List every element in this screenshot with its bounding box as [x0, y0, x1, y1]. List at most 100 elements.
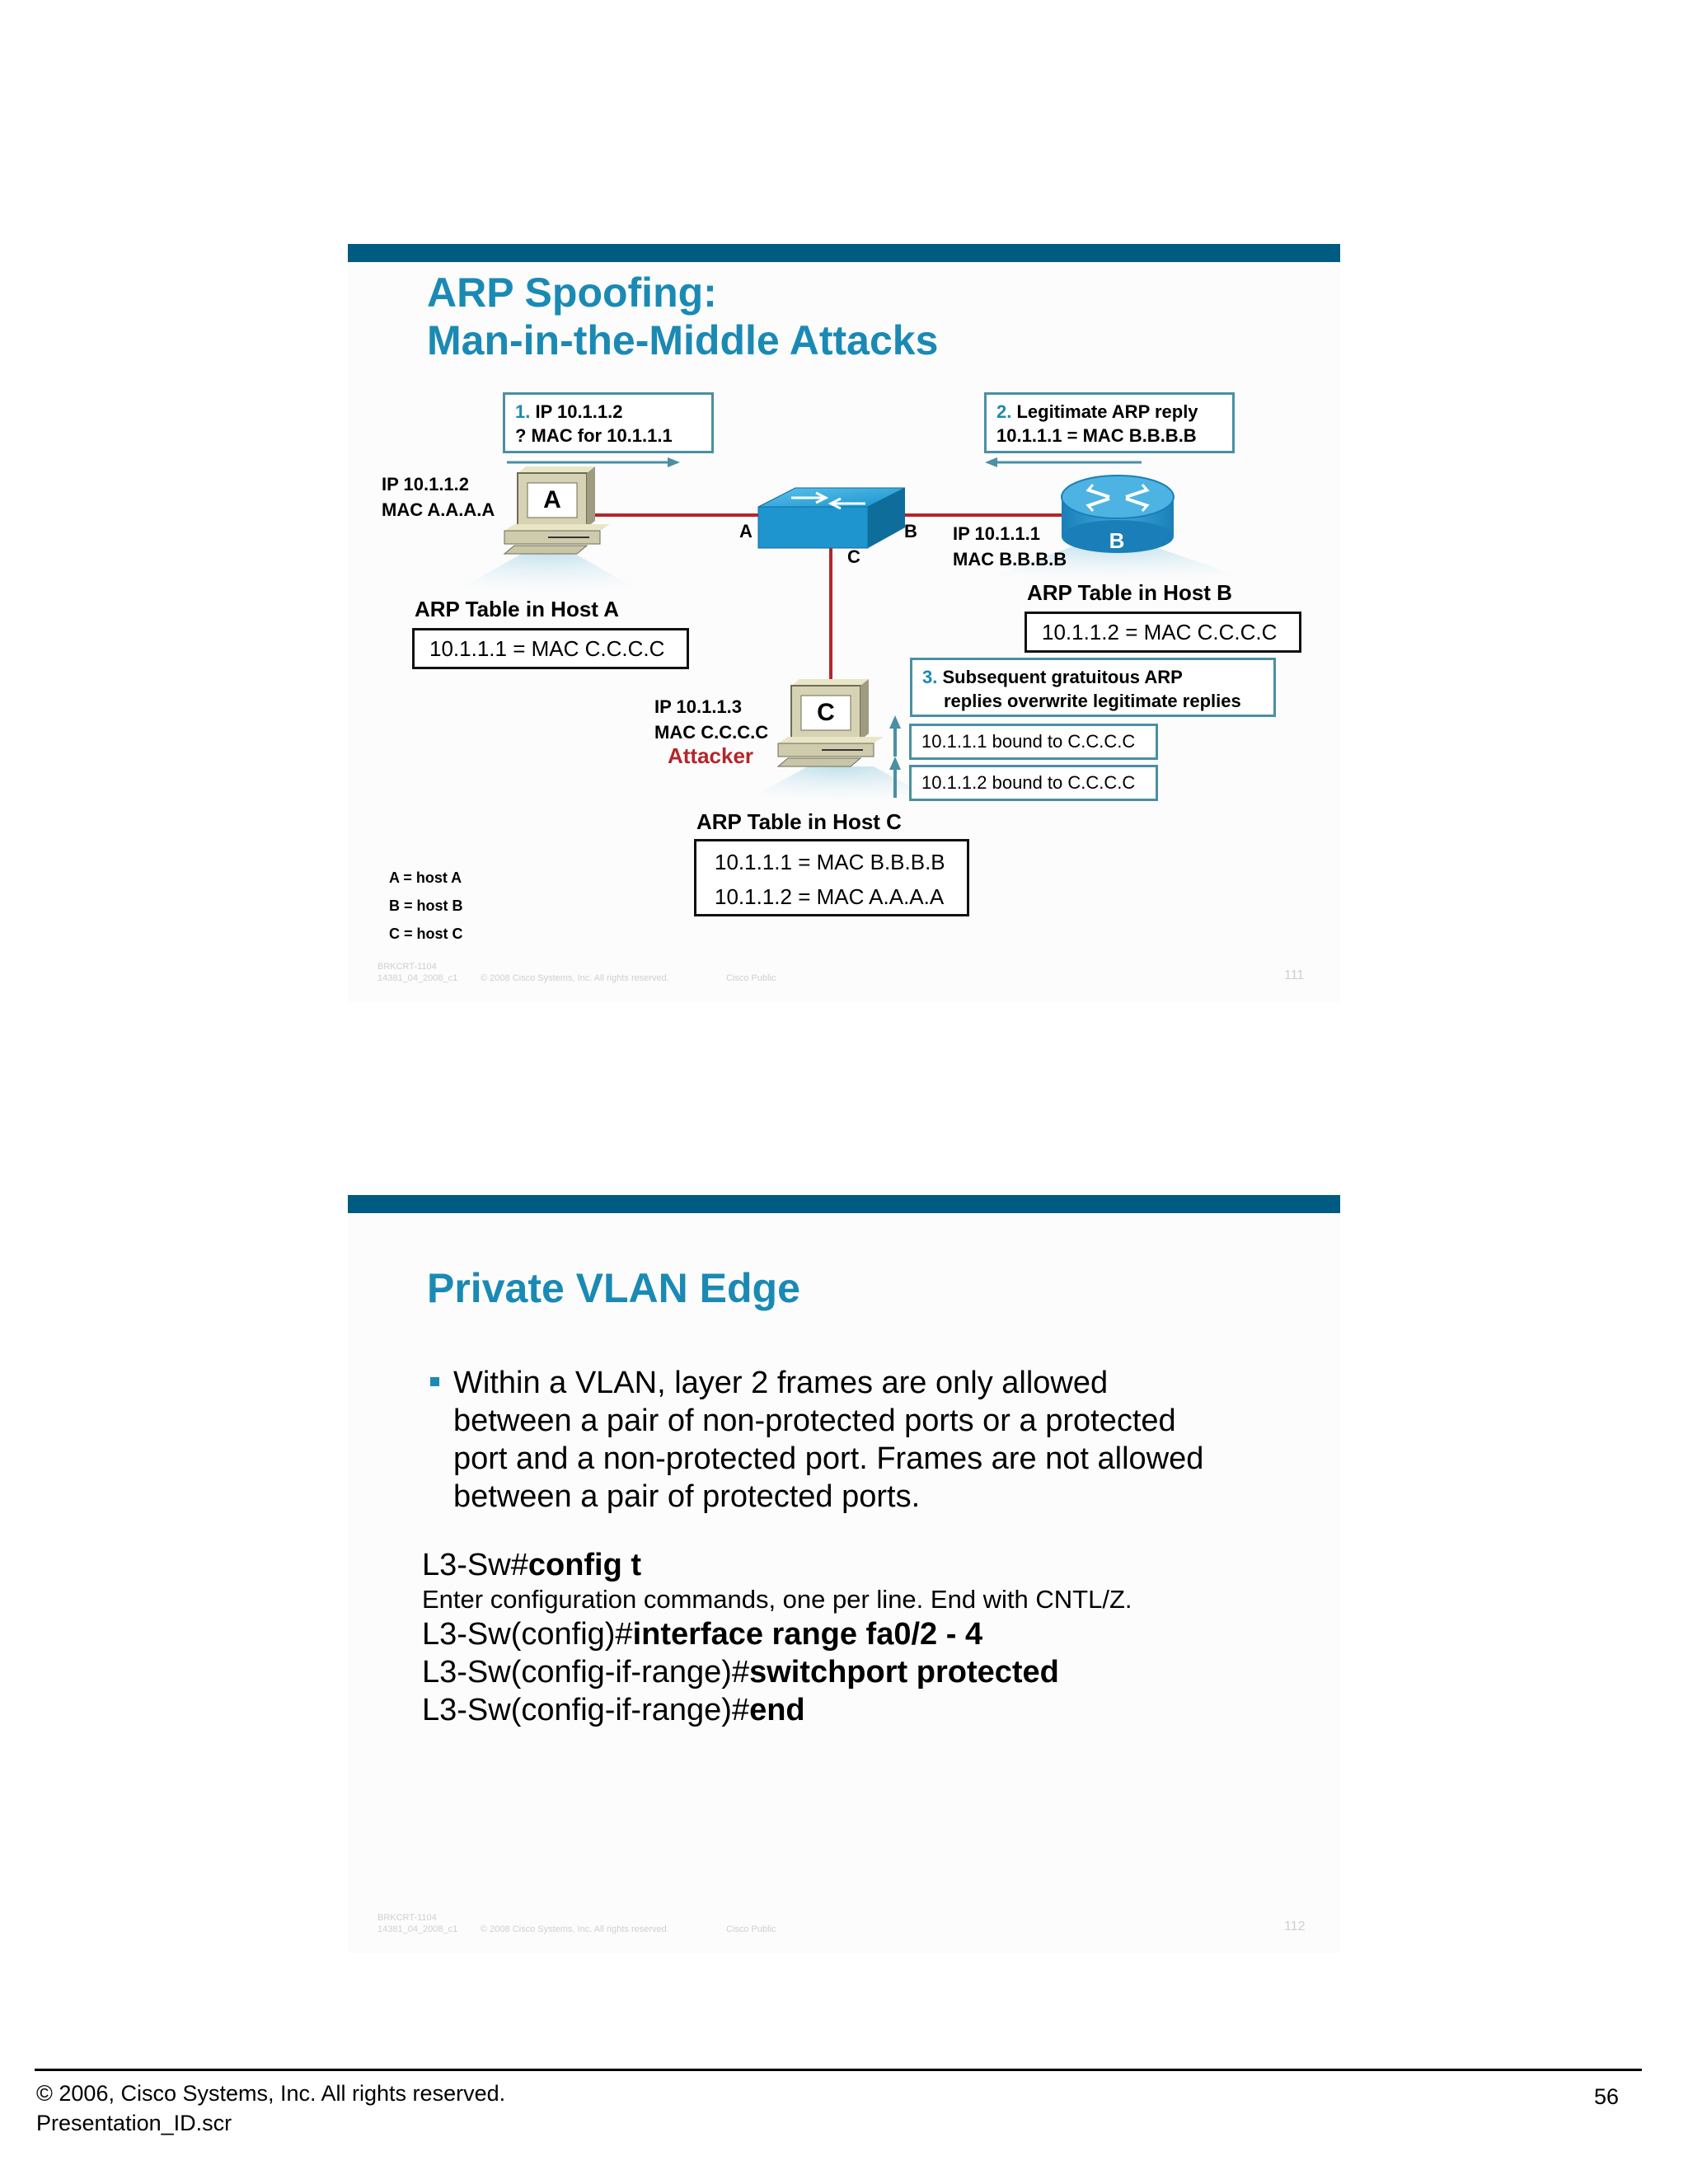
slide-2-public: Cisco Public	[726, 1924, 776, 1934]
pc-a-icon	[503, 466, 610, 555]
slide-1-course-code: BRKCRT-1104	[377, 962, 437, 972]
host-a-mac: MAC A.A.A.A	[382, 499, 495, 520]
cli-line-4: L3-Sw(config-if-range)#switchport protec…	[422, 1653, 1132, 1691]
switch-icon	[757, 487, 906, 549]
host-a-address: IP 10.1.1.2 MAC A.A.A.A	[382, 471, 495, 523]
slide-2-header-bar	[348, 1195, 1340, 1213]
slide-1-copyright: © 2008 Cisco Systems, Inc. All rights re…	[481, 973, 669, 983]
host-b-table-title: ARP Table in Host B	[1027, 580, 1232, 605]
slide-1-public: Cisco Public	[726, 973, 776, 983]
slide-1-header-bar	[348, 244, 1340, 262]
host-a-glow	[429, 551, 668, 606]
host-c-arp-row-2: 10.1.1.2 = MAC A.A.A.A	[715, 884, 945, 909]
host-c-letter: C	[817, 699, 835, 726]
cli-prompt-1: L3-Sw#	[422, 1548, 528, 1582]
host-c-ip: IP 10.1.1.3	[654, 696, 743, 717]
gratuitous-arp-callout: 3. Subsequent gratuitous ARP replies ove…	[910, 658, 1276, 717]
host-b-arp-table: 10.1.1.2 = MAC C.C.C.C	[1025, 612, 1301, 653]
port-label-b: B	[904, 521, 917, 541]
slide-2	[348, 1195, 1340, 1953]
host-c-glow	[725, 766, 956, 812]
slide-2-copyright: © 2008 Cisco Systems, Inc. All rights re…	[481, 1924, 669, 1934]
callout-1-line2: ? MAC for 10.1.1.1	[515, 425, 673, 446]
legend-item-a: A = host A	[389, 869, 462, 886]
bullet-line-4: between a pair of protected ports.	[453, 1479, 921, 1514]
port-label-c: C	[847, 546, 860, 567]
callout-2-line1: Legitimate ARP reply	[1011, 401, 1198, 422]
arp-request-callout: 1. IP 10.1.1.2 ? MAC for 10.1.1.1	[503, 392, 714, 453]
host-c-arp-row-1: 10.1.1.1 = MAC B.B.B.B	[715, 850, 945, 874]
cli-command-4: switchport protected	[749, 1655, 1059, 1690]
footer-left: © 2006, Cisco Systems, Inc. All rights r…	[36, 2079, 505, 2138]
callout-1-line1: IP 10.1.1.2	[530, 401, 623, 422]
slide-1-title: ARP Spoofing: Man-in-the-Middle Attacks	[427, 269, 938, 364]
footer-copyright: © 2006, Cisco Systems, Inc. All rights r…	[36, 2081, 506, 2106]
host-a-ip: IP 10.1.1.2	[382, 474, 470, 494]
callout-2-number: 2.	[996, 401, 1012, 422]
host-legend: A = host A B = host B C = host C	[389, 864, 463, 948]
callout-2-line2: 10.1.1.1 = MAC B.B.B.B	[996, 425, 1197, 446]
host-b-address: IP 10.1.1.1 MAC B.B.B.B	[953, 521, 1067, 572]
cli-line-5: L3-Sw(config-if-range)#end	[422, 1691, 1132, 1729]
port-label-a: A	[739, 521, 753, 541]
cli-transcript: L3-Sw#config t Enter configuration comma…	[422, 1546, 1132, 1729]
cli-command-1: config t	[528, 1548, 642, 1582]
host-b-glow	[948, 544, 1286, 592]
footer-page-number: 56	[1594, 2084, 1620, 2109]
slide-2-title: Private VLAN Edge	[427, 1265, 800, 1311]
host-a-arp-row: 10.1.1.1 = MAC C.C.C.C	[429, 636, 665, 661]
attacker-label: Attacker	[668, 743, 754, 768]
binding-arrow-2-icon	[889, 757, 901, 798]
request-arrow-icon	[507, 457, 680, 467]
bullet-square-icon	[430, 1377, 439, 1386]
cli-output-line: Enter configuration commands, one per li…	[422, 1585, 1132, 1614]
cli-line-1: L3-Sw#config t	[422, 1546, 1132, 1584]
host-b-mac: MAC B.B.B.B	[953, 549, 1067, 569]
footer-divider	[35, 2069, 1642, 2071]
bullet-line-2: between a pair of non-protected ports or…	[453, 1404, 1176, 1438]
callout-3-line2: replies overwrite legitimate replies	[944, 691, 1241, 711]
host-c-mac: MAC C.C.C.C	[654, 722, 769, 743]
host-c-arp-table: 10.1.1.1 = MAC B.B.B.B 10.1.1.2 = MAC A.…	[694, 839, 969, 916]
slide-1-title-line1: ARP Spoofing:	[427, 269, 717, 316]
bullet-line-1: Within a VLAN, layer 2 frames are only a…	[453, 1366, 1109, 1400]
cli-prompt-4: L3-Sw(config-if-range)#	[422, 1655, 750, 1690]
host-c-table-title: ARP Table in Host C	[696, 809, 902, 834]
slide-1-fine-codes: BRKCRT-1104 14381_04_2008_c1	[377, 961, 457, 984]
binding-arrow-1-icon	[889, 715, 901, 757]
host-a-letter: A	[543, 486, 561, 513]
slide-1-title-line2: Man-in-the-Middle Attacks	[427, 317, 939, 363]
binding-box-1: 10.1.1.1 bound to C.C.C.C	[909, 724, 1158, 760]
slide-2-file-code: 14381_04_2008_c1	[377, 1924, 458, 1934]
legend-item-b: B = host B	[389, 898, 463, 914]
reply-arrow-icon	[985, 457, 1142, 467]
arp-reply-callout: 2. Legitimate ARP reply 10.1.1.1 = MAC B…	[984, 392, 1235, 453]
host-b-ip: IP 10.1.1.1	[953, 523, 1041, 544]
pc-c-icon	[776, 679, 884, 767]
router-b-icon	[1061, 475, 1175, 553]
cli-prompt-5: L3-Sw(config-if-range)#	[422, 1693, 750, 1727]
slide-2-course-code: BRKCRT-1104	[377, 1913, 437, 1923]
bullet-line-3: port and a non-protected port. Frames ar…	[453, 1441, 1204, 1476]
host-b-letter: B	[1109, 528, 1125, 553]
slide-1-page-number: 111	[1284, 968, 1305, 982]
callout-3-line1: Subsequent gratuitous ARP	[937, 667, 1183, 687]
host-a-arp-table: 10.1.1.1 = MAC C.C.C.C	[412, 628, 689, 669]
slide-1-file-code: 14381_04_2008_c1	[377, 973, 458, 983]
legend-item-c: C = host C	[389, 926, 463, 942]
cli-line-3: L3-Sw(config)#interface range fa0/2 - 4	[422, 1615, 1132, 1653]
slide-2-page-number: 112	[1284, 1919, 1306, 1933]
cli-prompt-3: L3-Sw(config)#	[422, 1617, 633, 1652]
host-a-table-title: ARP Table in Host A	[415, 597, 619, 621]
cli-command-5: end	[749, 1693, 805, 1727]
cli-command-3: interface range fa0/2 - 4	[632, 1617, 983, 1652]
callout-1-number: 1.	[515, 401, 531, 422]
host-b-arp-row: 10.1.1.2 = MAC C.C.C.C	[1042, 620, 1278, 644]
slide-2-fine-codes: BRKCRT-1104 14381_04_2008_c1	[377, 1912, 457, 1935]
binding-box-2: 10.1.1.2 bound to C.C.C.C	[909, 765, 1158, 801]
bullet-paragraph: Within a VLAN, layer 2 frames are only a…	[453, 1364, 1203, 1516]
host-c-address: IP 10.1.1.3 MAC C.C.C.C	[654, 694, 768, 745]
footer-presentation-id: Presentation_ID.scr	[36, 2111, 232, 2135]
callout-3-number: 3.	[922, 667, 938, 687]
